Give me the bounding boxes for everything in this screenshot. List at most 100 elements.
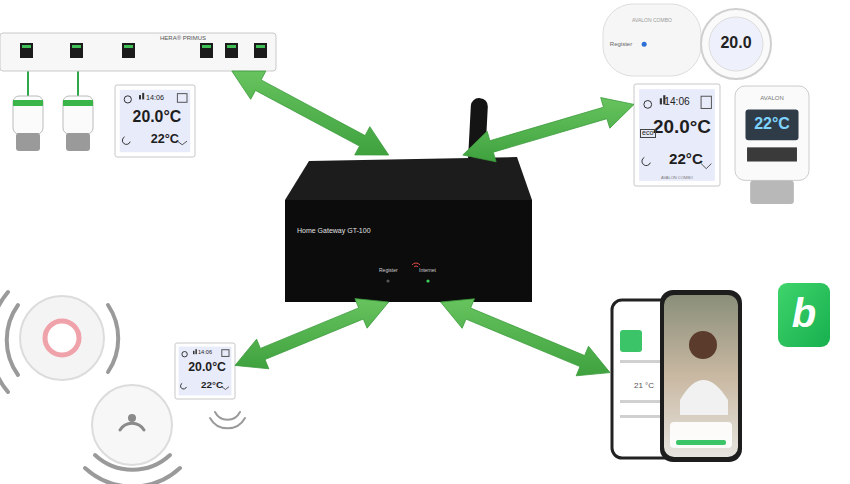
signal-bar bbox=[195, 349, 197, 354]
node-text: 20.0°C bbox=[133, 109, 182, 125]
node-text: 22°C bbox=[669, 151, 703, 166]
thermo-node: 14:06 20.0°C 22°C ecoAVALON COMBO bbox=[634, 84, 720, 186]
node-text: 14:06 bbox=[634, 97, 720, 107]
app-icon-bg bbox=[778, 283, 830, 347]
node-text: Home Gateway GT-100 bbox=[297, 227, 371, 234]
detector-grille bbox=[120, 423, 144, 430]
strip-connector bbox=[122, 43, 135, 58]
valve-nut bbox=[750, 180, 794, 204]
strip-body bbox=[0, 33, 276, 71]
combo-unit-shape bbox=[603, 4, 701, 76]
node-text: 21 °C bbox=[634, 382, 654, 390]
node-text: AVALON COMBO bbox=[634, 176, 720, 180]
node-text: 22°C bbox=[151, 133, 179, 146]
strip-connector bbox=[70, 43, 83, 58]
signal-bar bbox=[193, 351, 195, 354]
photo-person bbox=[680, 380, 728, 415]
thermostat-frame bbox=[634, 84, 720, 186]
smoke-detectors bbox=[0, 292, 245, 484]
signal-wave bbox=[0, 292, 8, 392]
connector-led bbox=[227, 45, 236, 48]
node-text: Register bbox=[610, 41, 632, 47]
node-text: AVALON COMBO bbox=[603, 18, 701, 23]
detector-led bbox=[128, 414, 136, 422]
double-arrow bbox=[232, 71, 389, 155]
thermo-node: 14:0620.0°C22°C bbox=[115, 85, 195, 157]
phones-shape bbox=[610, 290, 742, 462]
signal-bar bbox=[660, 98, 662, 104]
app-card bbox=[620, 330, 642, 352]
valve-base bbox=[16, 133, 40, 151]
gateway-top bbox=[285, 157, 532, 200]
strip-connector bbox=[254, 43, 267, 58]
signal-wave bbox=[85, 468, 180, 484]
strip-node: HERA® PRIMUS bbox=[0, 33, 276, 71]
login-panel bbox=[670, 422, 732, 448]
valve-base bbox=[66, 133, 90, 151]
smoke-detector bbox=[92, 385, 172, 465]
node-text: Internet bbox=[419, 268, 436, 273]
sun-icon bbox=[644, 101, 652, 109]
gateway-front bbox=[285, 200, 532, 302]
node-text: b bbox=[778, 293, 830, 333]
valve-body bbox=[13, 96, 43, 134]
detector-ring bbox=[45, 321, 79, 355]
moon-icon bbox=[181, 383, 187, 389]
strip-connector bbox=[20, 43, 33, 58]
photo-person bbox=[689, 331, 717, 359]
phone-node: 21 °C bbox=[610, 290, 742, 462]
login-button bbox=[676, 440, 726, 445]
node-text: eco bbox=[640, 129, 656, 138]
connector-led bbox=[72, 45, 81, 48]
signal-wave bbox=[215, 412, 240, 420]
button-icon bbox=[222, 350, 229, 357]
thermostat-frame bbox=[115, 85, 195, 157]
button-icon bbox=[177, 94, 187, 103]
register-led bbox=[642, 42, 647, 47]
connector-led bbox=[256, 45, 265, 48]
valve-grille bbox=[747, 147, 797, 161]
button-icon bbox=[701, 96, 711, 108]
round-body bbox=[701, 9, 771, 79]
valve-shape bbox=[733, 86, 811, 204]
valve-body bbox=[63, 96, 93, 134]
strip-shape bbox=[0, 33, 276, 71]
strip-connector bbox=[225, 43, 238, 58]
node-text: 22°C bbox=[201, 380, 223, 390]
node-text: Register bbox=[379, 268, 398, 273]
internet-led bbox=[426, 279, 429, 282]
moon-icon bbox=[642, 157, 650, 165]
double-arrow bbox=[235, 299, 389, 369]
sun-icon bbox=[182, 352, 187, 357]
hera-valves bbox=[13, 60, 93, 151]
double-arrow bbox=[463, 98, 634, 162]
node-text: 20.0 bbox=[700, 35, 772, 51]
phone-screen bbox=[664, 295, 738, 457]
wifi-icon bbox=[412, 263, 420, 267]
signal-wave bbox=[108, 305, 118, 372]
gateway-node: Home Gateway GT-100Register Internet bbox=[285, 155, 532, 302]
front-phone bbox=[660, 290, 742, 462]
connector-led bbox=[22, 45, 31, 48]
valve-node: AVALON 22°C bbox=[733, 86, 811, 204]
app-node: b bbox=[778, 283, 830, 347]
node-text: 20.0°C bbox=[653, 118, 711, 137]
moon-icon bbox=[122, 137, 130, 145]
register-led bbox=[386, 279, 389, 282]
signal-bar bbox=[139, 95, 141, 99]
combo-node: AVALON COMBO Register bbox=[603, 4, 701, 76]
smoke-detector bbox=[20, 296, 104, 380]
node-text: AVALON bbox=[733, 95, 811, 101]
thermostat-frame bbox=[175, 343, 235, 399]
combo-body bbox=[603, 4, 701, 76]
app-line bbox=[620, 415, 660, 418]
connector-led bbox=[202, 45, 211, 48]
node-text: 14:06 bbox=[175, 350, 235, 356]
sun-icon bbox=[124, 96, 131, 103]
node-text: 22°C bbox=[733, 116, 811, 132]
signal-bar bbox=[142, 93, 144, 99]
node-text: HERA® PRIMUS bbox=[160, 35, 206, 41]
round-node: 20.0 bbox=[700, 8, 772, 80]
